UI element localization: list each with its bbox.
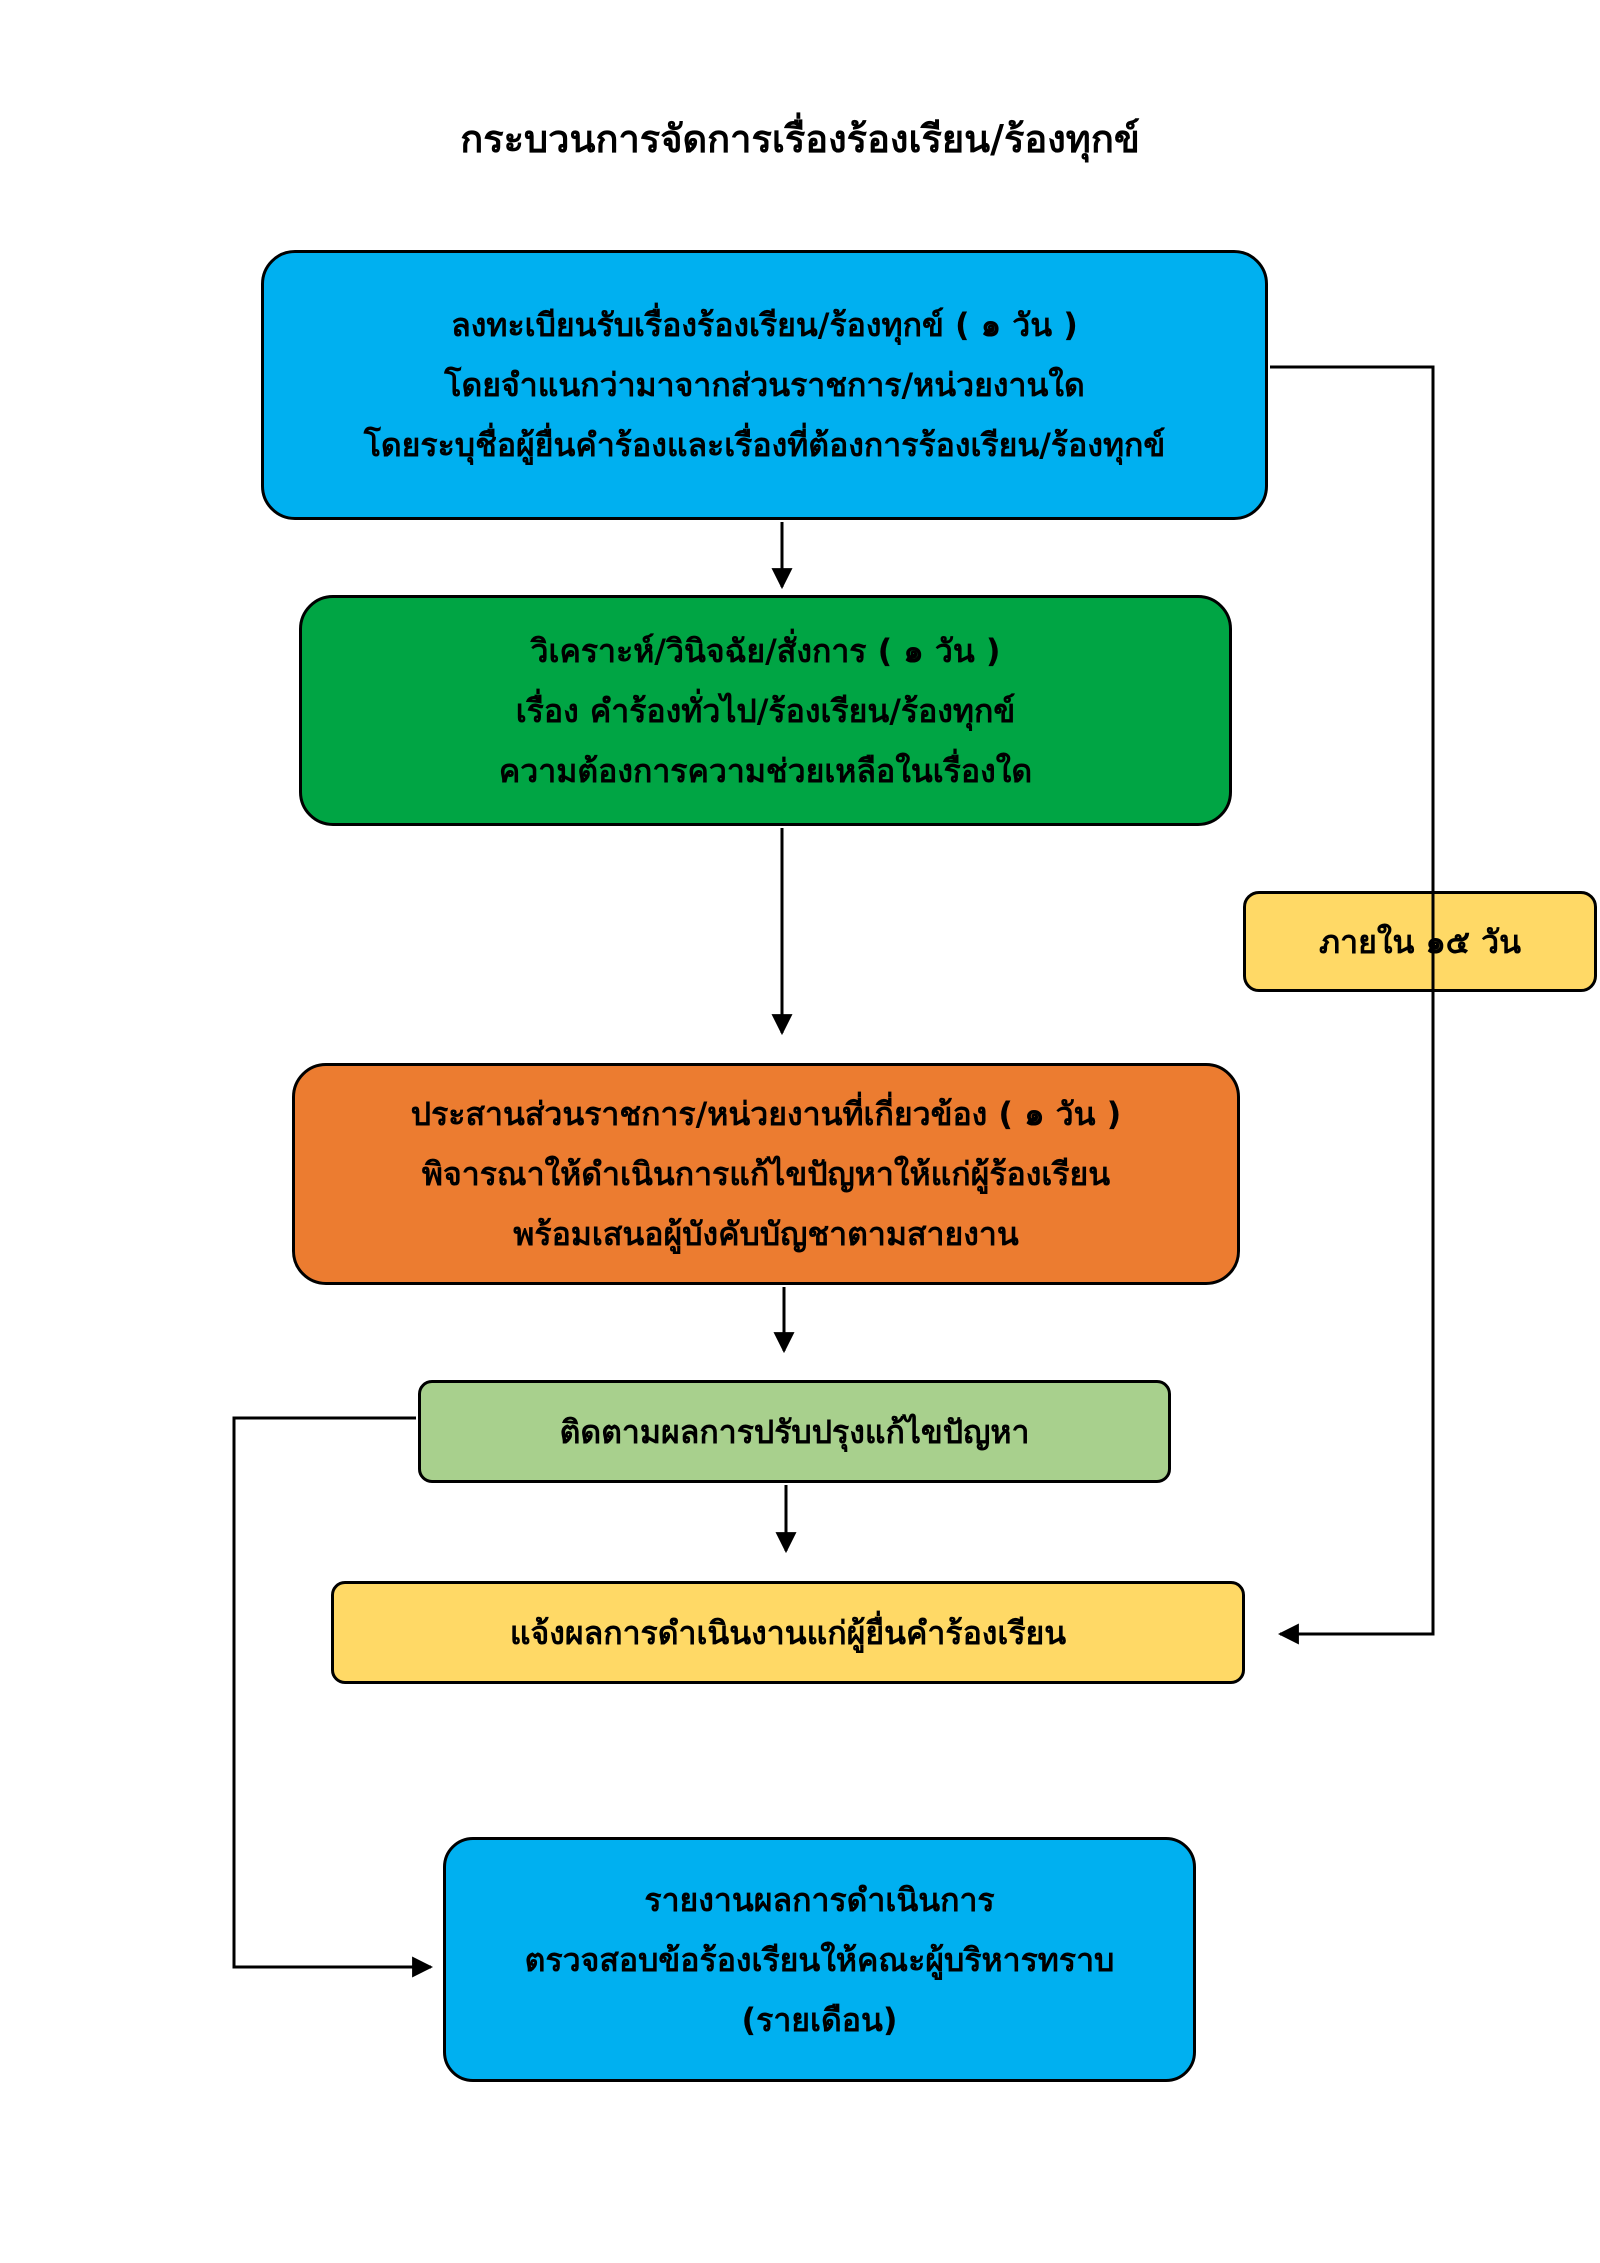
step-analyze-box: วิเคราะห์/วินิจฉัย/สั่งการ ( ๑ วัน ) เรื… [299,595,1232,826]
step-report-box: รายงานผลการดำเนินการ ตรวจสอบข้อร้องเรียน… [443,1837,1196,2082]
step-notify-line-1: แจ้งผลการดำเนินงานแก่ผู้ยื่นคำร้องเรียน [509,1613,1067,1652]
step-register-line-2: โดยจำแนกว่ามาจากส่วนราชการ/หน่วยงานใด [444,366,1085,404]
deadline-label: ภายใน ๑๕ วัน [1319,922,1521,961]
step-follow-up-box: ติดตามผลการปรับปรุงแก้ไขปัญหา [418,1380,1171,1483]
step-analyze-line-2: เรื่อง คำร้องทั่วไป/ร้องเรียน/ร้องทุกข์ [515,691,1016,730]
step-report-line-3: (รายเดือน) [741,2000,898,2039]
arrow-register-to-notify [1270,365,1435,1645]
step-register-line-1: ลงทะเบียนรับเรื่องร้องเรียน/ร้องทุกข์ ( … [451,306,1078,344]
step-coordinate-line-2: พิจารณาให้ดำเนินการแก้ไขปัญหาให้แก่ผู้ร้… [421,1155,1111,1193]
step-coordinate-line-3: พร้อมเสนอผู้บังคับบัญชาตามสายงาน [513,1215,1019,1253]
step-register-line-3: โดยระบุชื่อผู้ยื่นคำร้องและเรื่องที่ต้อง… [363,426,1166,464]
step-coordinate-box: ประสานส่วนราชการ/หน่วยงานที่เกี่ยวข้อง (… [292,1063,1240,1285]
step-register-box: ลงทะเบียนรับเรื่องร้องเรียน/ร้องทุกข์ ( … [261,250,1268,520]
step-notify-box: แจ้งผลการดำเนินงานแก่ผู้ยื่นคำร้องเรียน [331,1581,1245,1684]
step-analyze-line-1: วิเคราะห์/วินิจฉัย/สั่งการ ( ๑ วัน ) [530,631,1001,670]
step-analyze-line-3: ความต้องการความช่วยเหลือในเรื่องใด [498,751,1033,790]
step-coordinate-line-1: ประสานส่วนราชการ/หน่วยงานที่เกี่ยวข้อง (… [410,1095,1122,1133]
deadline-box: ภายใน ๑๕ วัน [1243,891,1597,992]
step-report-line-1: รายงานผลการดำเนินการ [644,1880,995,1919]
diagram-title: กระบวนการจัดการเรื่องร้องเรียน/ร้องทุกข์ [460,117,1140,161]
arrow-follow-up-to-report [232,1416,434,1978]
step-report-line-2: ตรวจสอบข้อร้องเรียนให้คณะผู้บริหารทราบ [524,1940,1115,1979]
step-follow-up-line-1: ติดตามผลการปรับปรุงแก้ไขปัญหา [559,1412,1030,1451]
